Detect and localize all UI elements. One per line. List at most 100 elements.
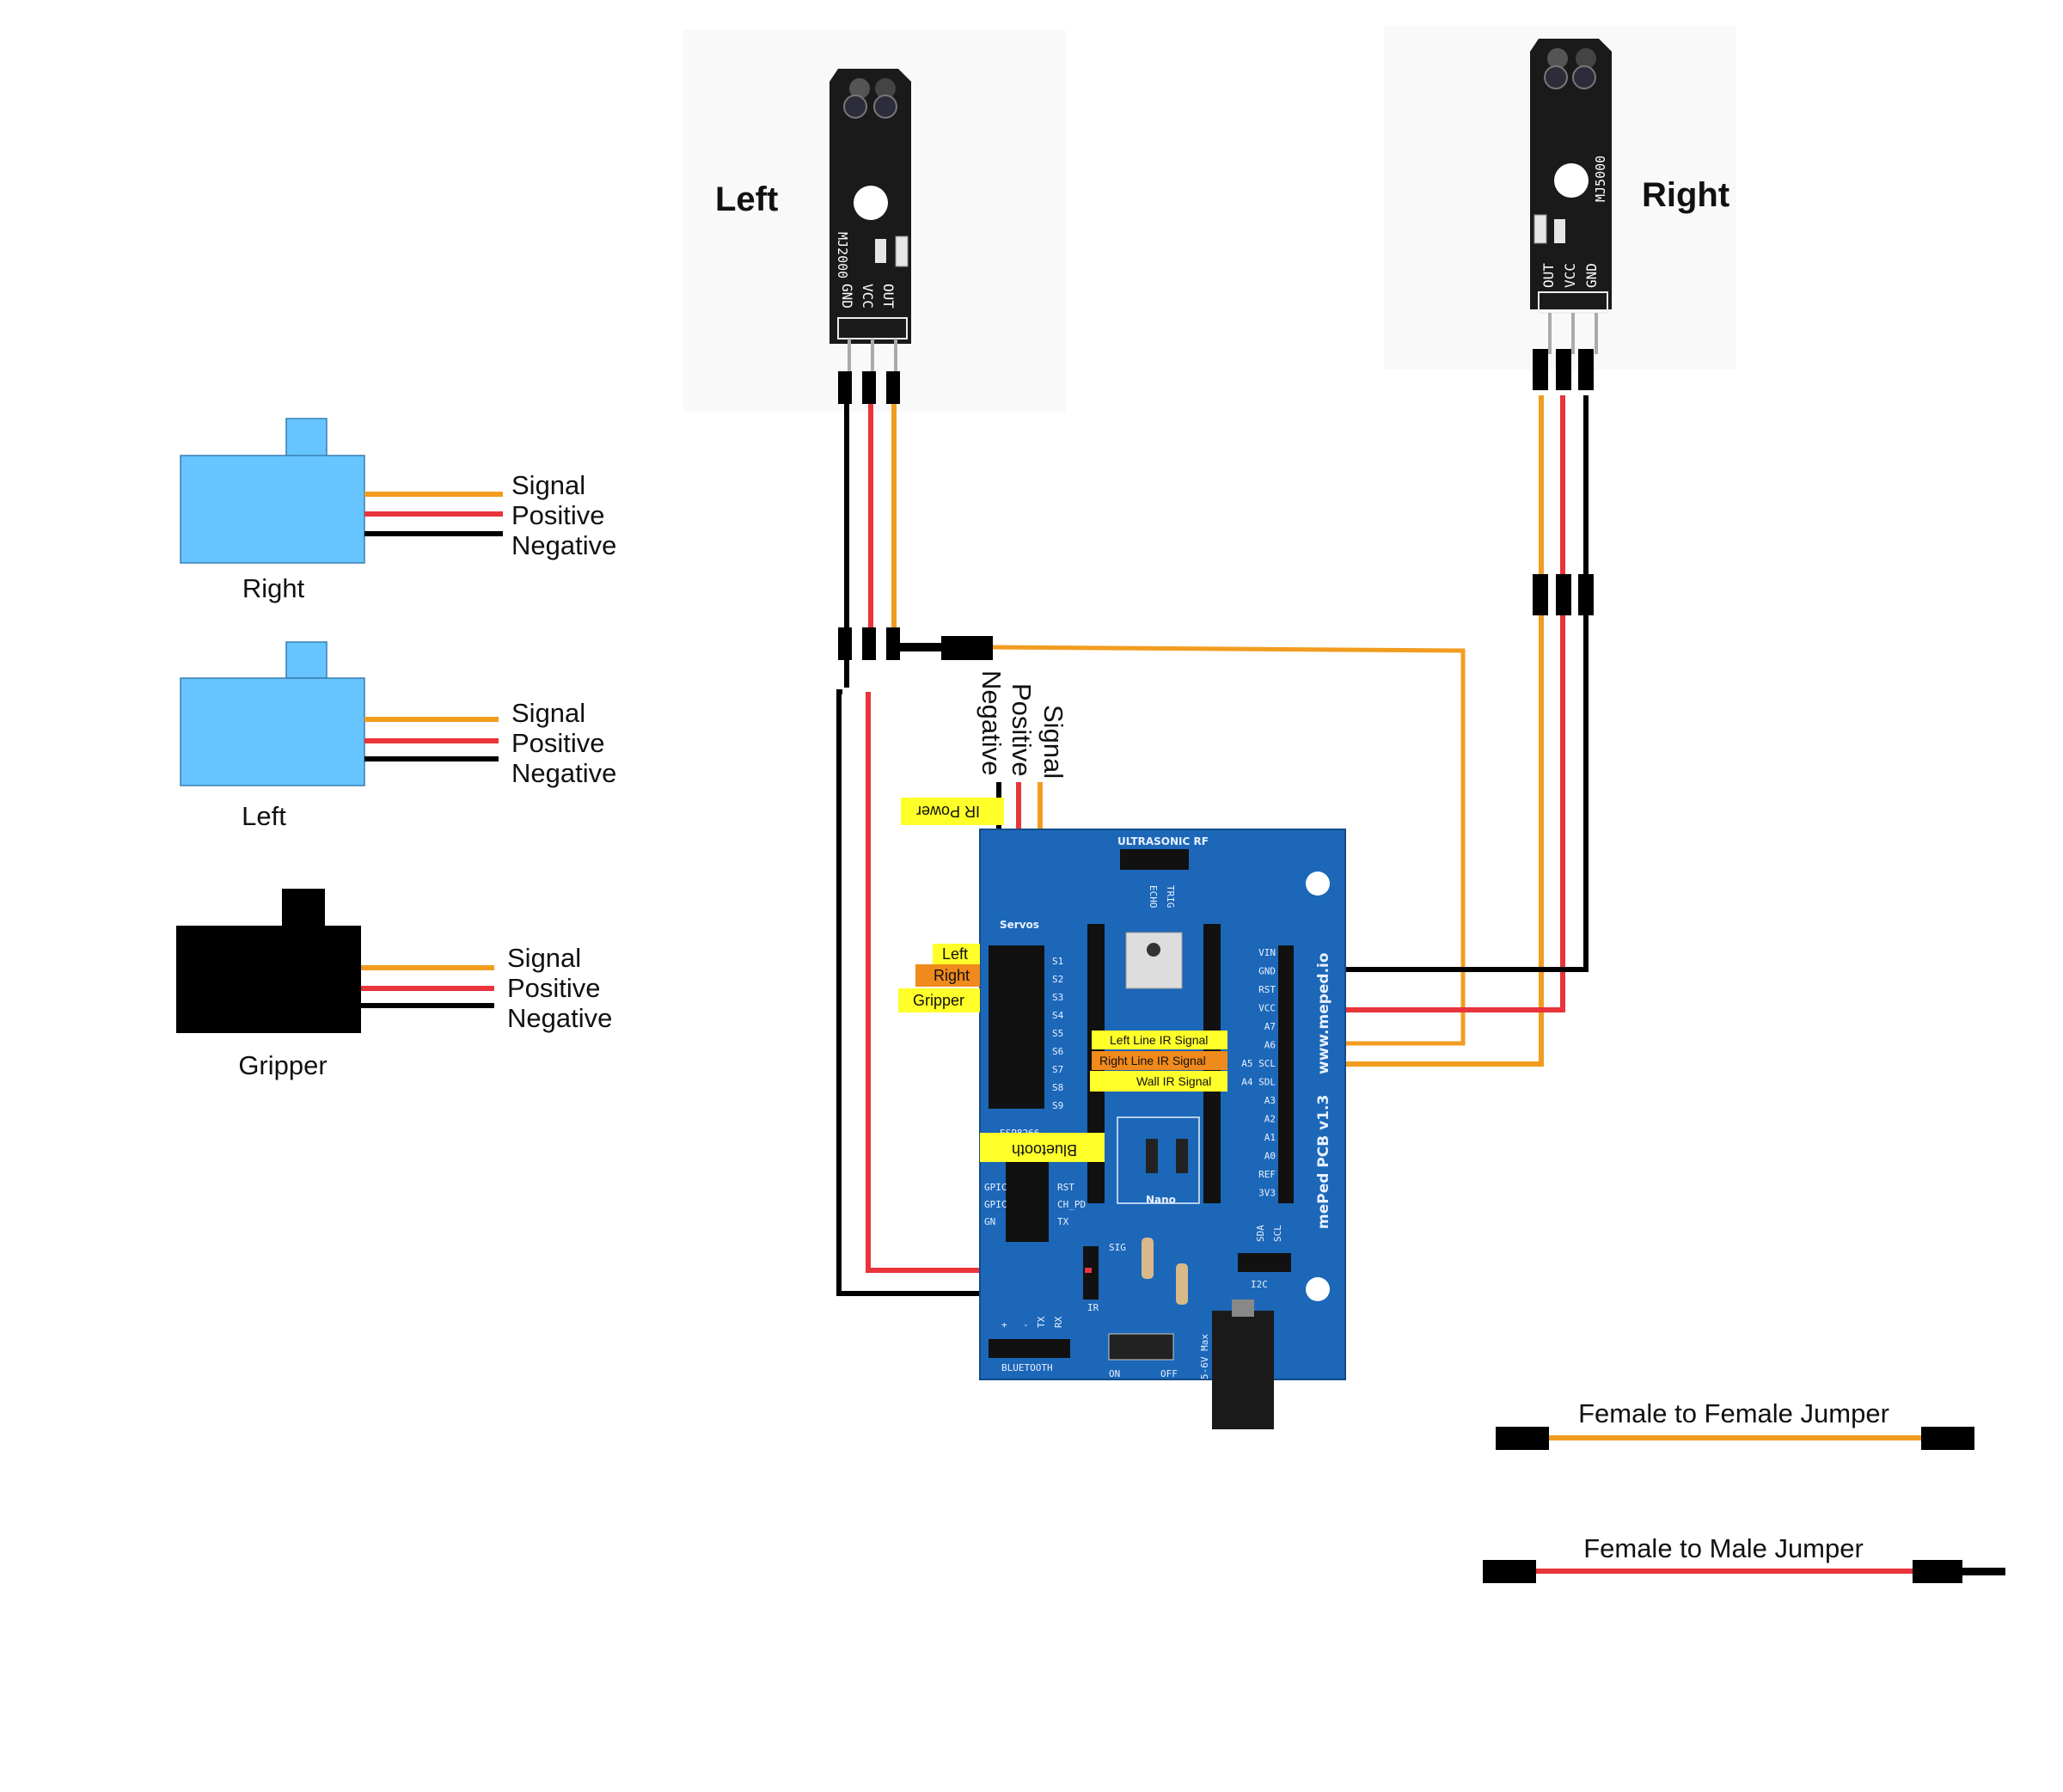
regulator-hole — [1147, 943, 1160, 957]
servo-left: Signal Positive Negative Left — [180, 641, 616, 831]
pcb-label-sig: SIG — [1109, 1242, 1126, 1253]
label-bluetooth-bg — [980, 1133, 1105, 1162]
voltage-regulator — [1125, 932, 1183, 989]
ir-emitter-icon — [843, 95, 867, 119]
label-ir-power: IR Power — [916, 803, 980, 820]
servo-pin-label: S6 — [1052, 1046, 1063, 1057]
connector — [1556, 349, 1571, 390]
right-ir-sensor: MJ5000 OUT VCC GND — [1530, 39, 1612, 354]
nano-pin-label: 3V3 — [1258, 1188, 1276, 1199]
sensor-model: MJ2000 — [835, 232, 850, 278]
pin-label-out: OUT — [1540, 263, 1557, 288]
servo-body — [180, 677, 365, 786]
nano-pin-label: REF — [1258, 1169, 1276, 1180]
servo-pin-label: S4 — [1052, 1010, 1064, 1021]
pcb-name: mePed PCB v1.3 — [1315, 1095, 1332, 1229]
servo-name: Right — [242, 573, 305, 603]
ultrasonic-header — [1120, 849, 1189, 870]
legend-female-female: Female to Female Jumper — [1496, 1398, 1974, 1450]
connector — [838, 627, 852, 660]
led-icon — [1554, 219, 1565, 243]
connector — [862, 627, 876, 660]
connector — [898, 643, 941, 651]
resistor — [1142, 1238, 1154, 1279]
resistor — [1176, 1263, 1188, 1305]
ir-receiver-icon — [873, 95, 897, 119]
pcb-label-esp-rst: RST — [1057, 1182, 1074, 1193]
i2c-header — [1238, 1253, 1291, 1272]
pcb-label-bluetooth: BLUETOOTH — [1001, 1362, 1053, 1373]
label-servo-left-bg — [933, 944, 980, 964]
pcb-label-gpio: GPIC — [984, 1182, 1007, 1193]
servo-name: Left — [242, 801, 286, 831]
servo-pin-label: S1 — [1052, 956, 1063, 967]
pcb-label-nano: Nano — [1146, 1194, 1176, 1206]
mounting-hole — [854, 186, 888, 220]
label-servo-left: Left — [942, 945, 968, 963]
bluetooth-header — [989, 1339, 1070, 1358]
connector — [1578, 574, 1594, 615]
jumper-connector — [1483, 1560, 1536, 1583]
jumper-connector — [1496, 1427, 1549, 1450]
left-sensor-title: Left — [715, 180, 778, 218]
wire-label-negative: Negative — [511, 530, 616, 560]
power-switch — [1108, 1333, 1174, 1361]
ir-emitter-icon — [1547, 48, 1568, 69]
pcb-url: www.meped.io — [1315, 952, 1332, 1074]
nano-pin-label: A1 — [1264, 1132, 1276, 1143]
esp-header — [1006, 1160, 1049, 1242]
pcb-label-servos: Servos — [1000, 919, 1039, 931]
pcb-label-on: ON — [1109, 1368, 1120, 1379]
pin-label-out: OUT — [880, 284, 897, 309]
led-icon — [875, 239, 886, 263]
ir-emitter-icon — [1544, 65, 1568, 89]
label-wall-ir-bg — [1090, 1071, 1227, 1092]
nano-pin-label: A5 SCL — [1241, 1058, 1276, 1069]
pcb-label-trig: TRIG — [1165, 885, 1176, 908]
connector — [1556, 574, 1571, 615]
right-sensor-negative-wire — [1307, 395, 1589, 972]
legend-label-fm: Female to Male Jumper — [1583, 1533, 1864, 1563]
nano-pin-header — [1278, 945, 1294, 1203]
left-line-signal-wire — [988, 645, 1466, 1046]
pcb-label-bt-pin: + — [1001, 1319, 1007, 1330]
pcb-label-scl: SCL — [1272, 1225, 1283, 1242]
connector — [1533, 349, 1548, 390]
jumper-pin — [1962, 1568, 2005, 1575]
pcb-label-echo: ECHO — [1148, 885, 1159, 908]
nano-pin-label: VIN — [1258, 947, 1276, 958]
label-right-line-bg — [1092, 1051, 1227, 1070]
pcb-label-ir: IR — [1087, 1302, 1099, 1313]
diode — [1176, 1139, 1188, 1173]
sensor-model: MJ5000 — [1593, 156, 1608, 202]
nano-pin-label: A6 — [1264, 1040, 1276, 1051]
ir-cable-positive-label: Positive — [1007, 683, 1037, 777]
nano-pin-label: A0 — [1264, 1151, 1276, 1162]
mounting-hole — [1554, 163, 1589, 198]
wire-label-signal: Signal — [507, 943, 581, 973]
servo-name: Gripper — [238, 1050, 327, 1080]
wire-label-positive: Positive — [507, 973, 601, 1003]
pcb-label-ultrasonic: ULTRASONIC RF — [1117, 835, 1209, 847]
wire-label-negative: Negative — [511, 758, 616, 788]
servo-pin-label: S2 — [1052, 974, 1063, 985]
servo-right: Signal Positive Negative Right — [180, 418, 616, 603]
servo-pin-label: S7 — [1052, 1064, 1063, 1075]
meped-pcb: ULTRASONIC RF ECHO TRIG Servos S1S2S3S4S… — [979, 829, 1346, 1429]
left-ir-sensor: MJ2000 GND VCC OUT — [829, 69, 911, 376]
ir-receiver-icon — [1576, 48, 1596, 69]
pcb-label-gpio: GN — [984, 1216, 995, 1227]
nano-pin-label: A3 — [1264, 1095, 1276, 1106]
ir-emitter-icon — [849, 78, 870, 99]
connector — [838, 371, 852, 404]
pin-label-gnd: GND — [1583, 263, 1600, 288]
label-servo-right-bg — [915, 964, 980, 987]
servo-pin-label: S5 — [1052, 1028, 1063, 1039]
wire-label-positive: Positive — [511, 500, 605, 530]
connector — [886, 371, 900, 404]
connector — [1578, 349, 1594, 390]
pcb-label-off: OFF — [1160, 1368, 1178, 1379]
pcb-label-gpio: GPIC — [984, 1199, 1007, 1210]
